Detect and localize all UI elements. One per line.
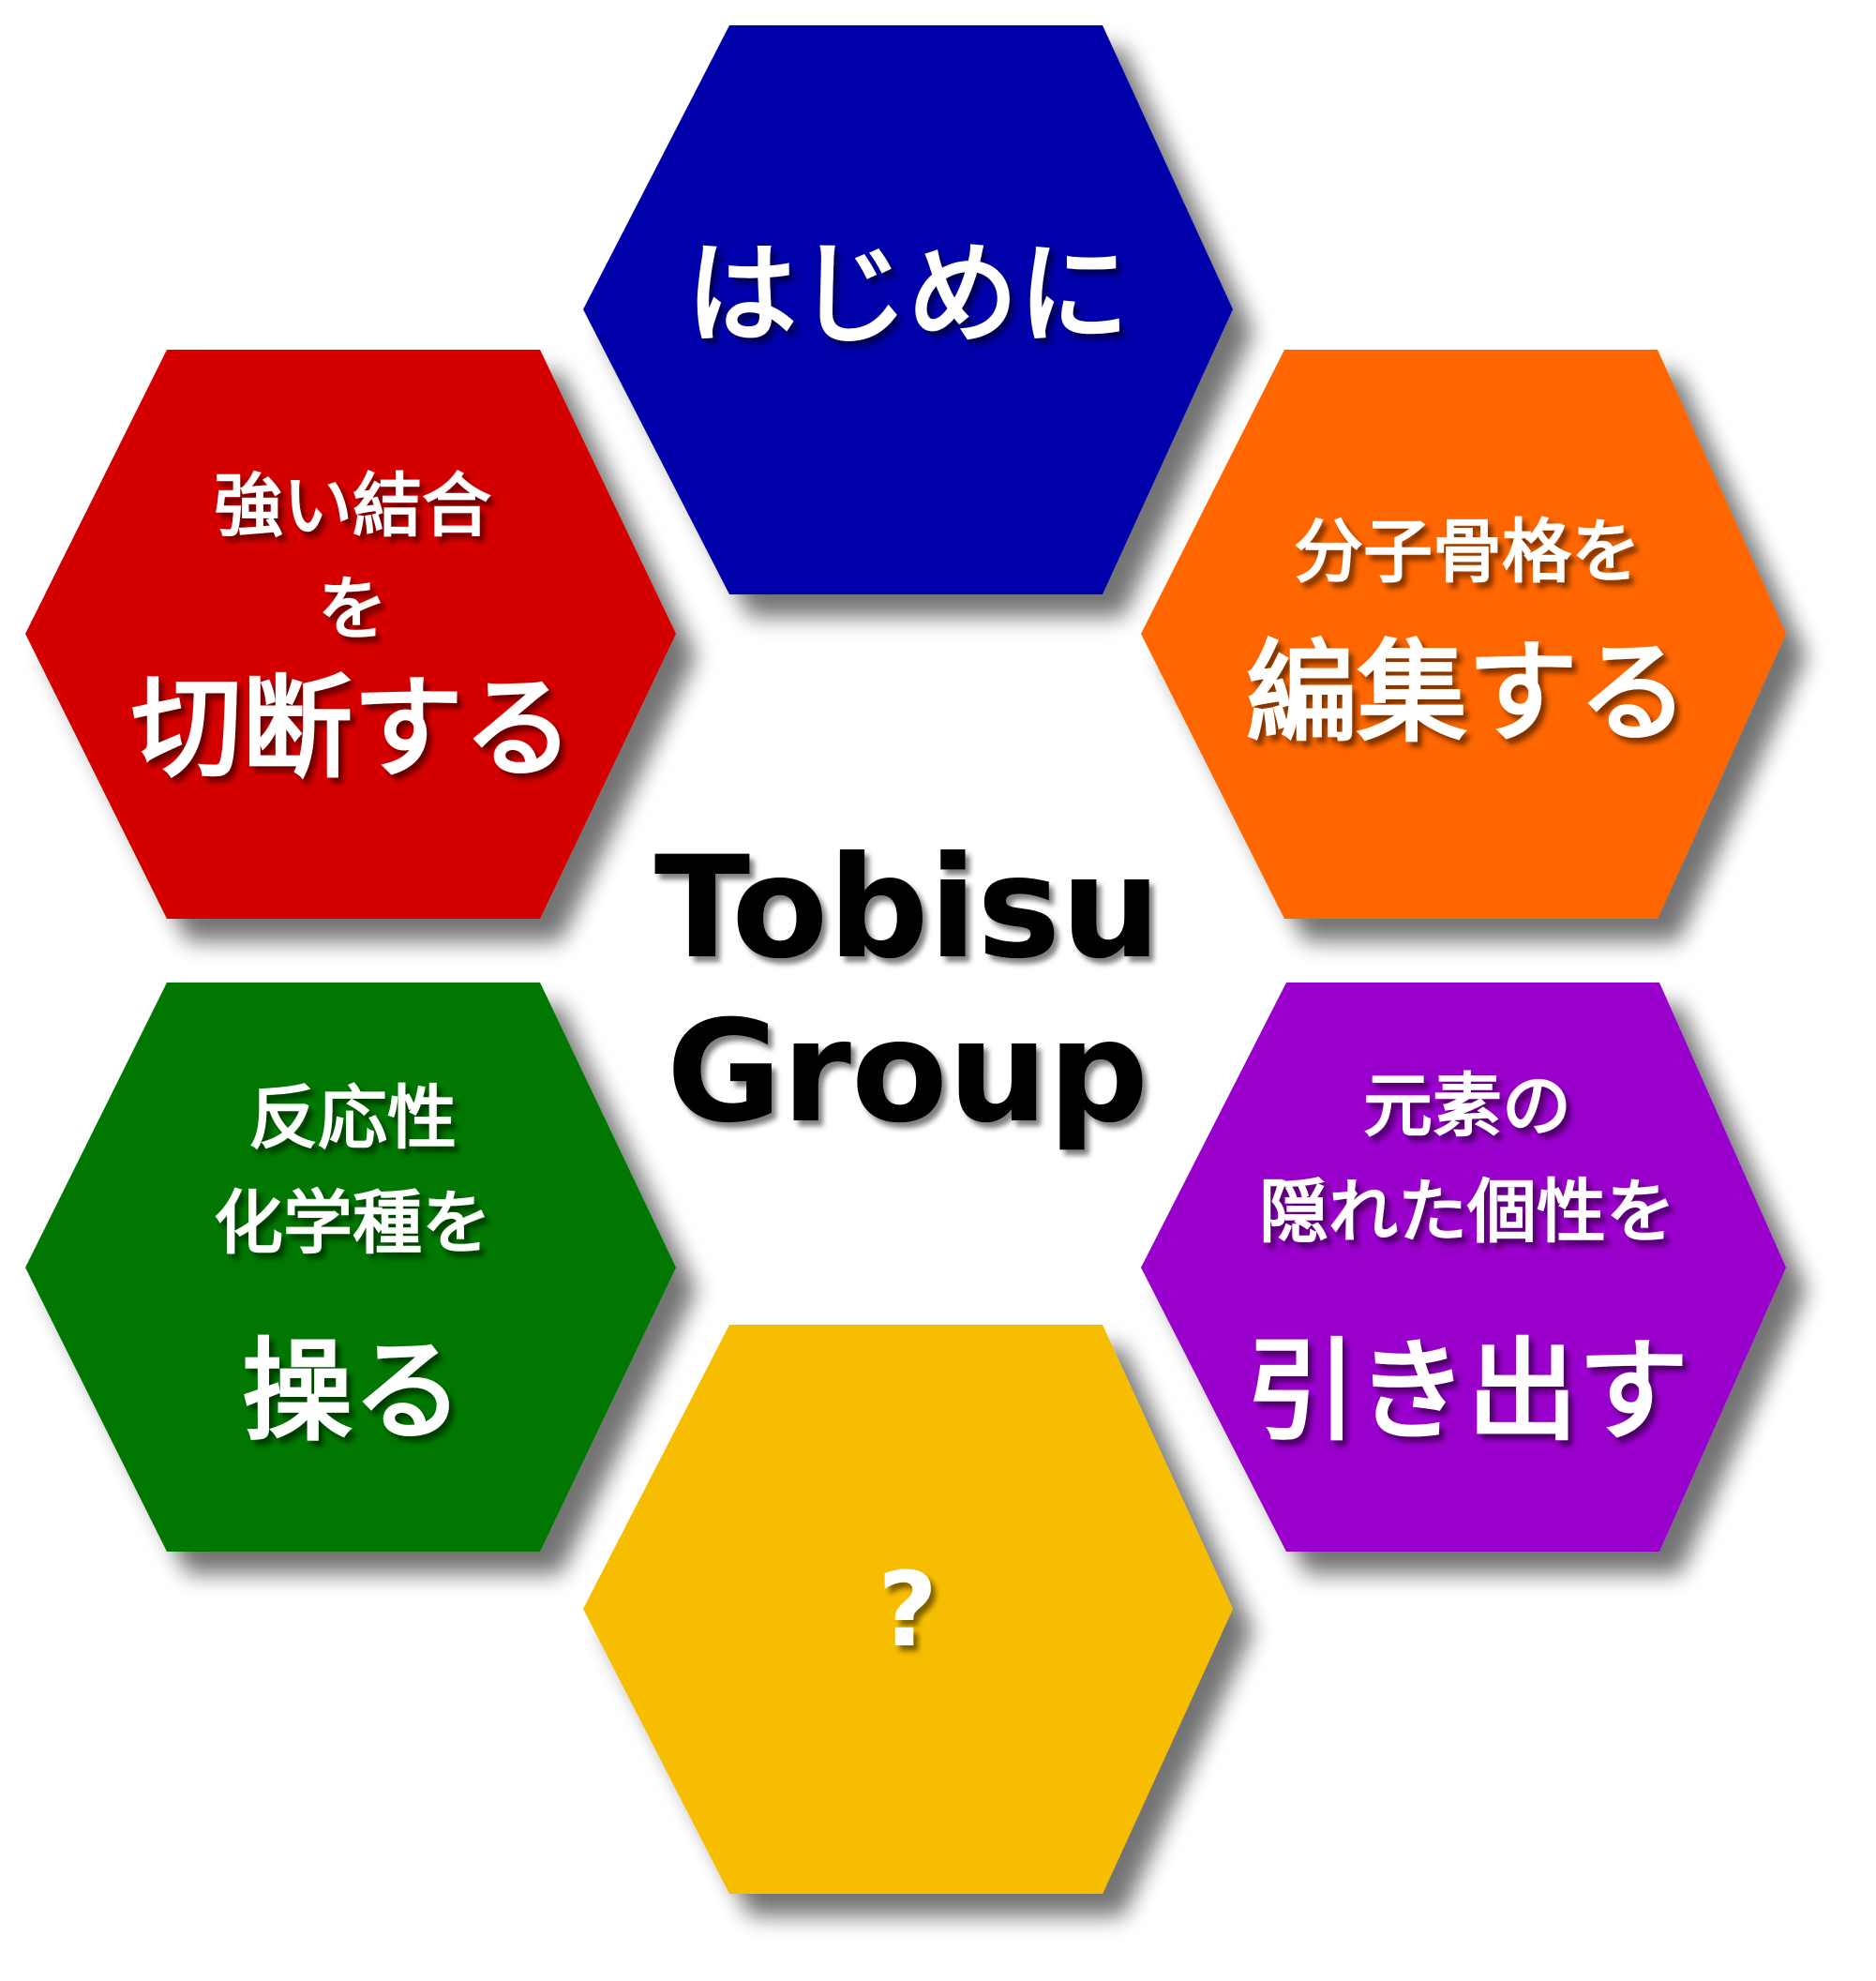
center-title-line-1: Tobisu: [654, 827, 1161, 990]
hexagon-upper-left-line-2: を: [318, 569, 387, 650]
hexagon-upper-right-line-1: 分子骨格を: [1294, 512, 1641, 593]
hexagon-lower-right: 元素の 隠れた個性を 引き出す: [1141, 983, 1786, 1552]
hexagon-lower-right-line-2: 隠れた個性を: [1259, 1172, 1675, 1253]
hexagon-lower-right-line-1: 元素の: [1363, 1066, 1571, 1147]
hexagon-bottom-line-1: ?: [878, 1550, 938, 1670]
hexagon-lower-left-line-2: 化学種を: [214, 1183, 491, 1264]
hexagon-lower-left: 反応性 化学種を 操る: [25, 983, 676, 1552]
center-title: Tobisu Group: [654, 827, 1161, 1154]
hexagon-upper-left-shape: [25, 350, 676, 919]
hexagon-lower-left-shape: [25, 983, 676, 1552]
hexagon-lower-right-line-3: 引き出す: [1246, 1327, 1688, 1456]
hexagon-top-shape: [583, 25, 1233, 594]
hexagon-lower-left-line-3: 操る: [242, 1327, 463, 1456]
hexagon-upper-right-line-2: 編集する: [1246, 628, 1688, 758]
hexagon-upper-right: 分子骨格を 編集する: [1141, 350, 1786, 919]
center-title-line-2: Group: [667, 991, 1148, 1154]
hexagon-upper-left: 強い結合 を 切断する: [25, 350, 676, 919]
hexagon-bottom-shape: [583, 1325, 1233, 1894]
hexagon-lower-right-shape: [1141, 983, 1786, 1552]
hexagon-bottom: ?: [583, 1325, 1233, 1894]
hexagon-lower-left-line-1: 反応性: [248, 1078, 457, 1159]
hexagon-upper-right-shape: [1141, 350, 1786, 919]
hexagon-upper-left-line-1: 強い結合: [214, 466, 491, 547]
hexagon-top: はじめに: [583, 25, 1233, 594]
hexagon-upper-left-line-3: 切断する: [131, 664, 574, 793]
hexagon-top-line-1: はじめに: [686, 230, 1129, 359]
